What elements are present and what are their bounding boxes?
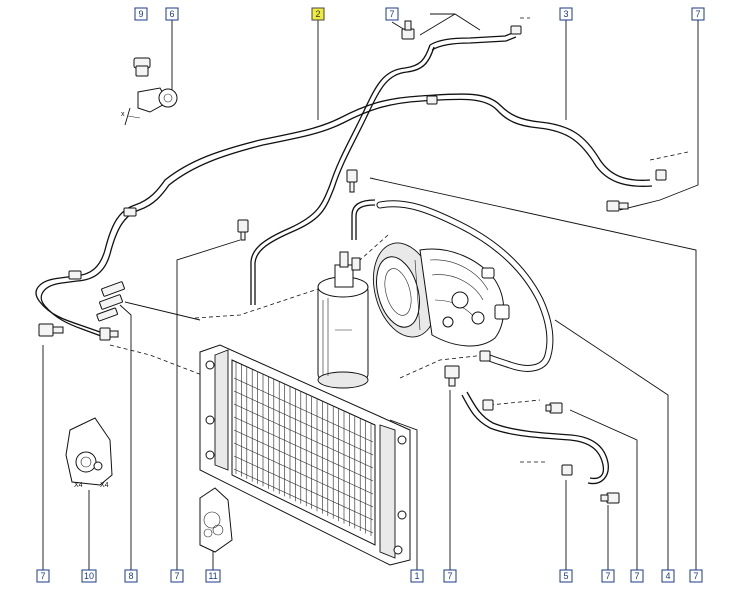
pipe-left-lower bbox=[39, 301, 102, 337]
fitting-hose-end bbox=[479, 350, 491, 362]
bolt-top-7a bbox=[401, 20, 415, 40]
pipe-long-suction bbox=[35, 93, 653, 307]
bolt-lower-7e bbox=[545, 402, 563, 414]
bolt-lower-7c bbox=[444, 365, 460, 387]
callout-part-8[interactable]: 8 bbox=[124, 569, 138, 583]
bolt-valve-7b bbox=[237, 219, 249, 241]
fitting-center-top bbox=[426, 95, 438, 105]
svg-text:10: 10 bbox=[84, 571, 94, 581]
callout-part-6[interactable]: 6 bbox=[165, 7, 179, 21]
svg-text:1: 1 bbox=[414, 571, 419, 581]
fitting-left-lower bbox=[99, 327, 119, 341]
screw-part-8 bbox=[96, 281, 125, 322]
fitting-bolts bbox=[38, 20, 667, 504]
seal-pack-11 bbox=[199, 487, 233, 553]
svg-text:4: 4 bbox=[665, 571, 670, 581]
svg-text:11: 11 bbox=[208, 571, 217, 581]
condenser-tube bbox=[233, 429, 374, 495]
svg-text:6: 6 bbox=[169, 9, 174, 19]
fitting-pipe5-end bbox=[561, 464, 573, 476]
fitting-pipe5-joint bbox=[482, 399, 494, 411]
pipe-3-top bbox=[429, 31, 517, 51]
fitting-right-end bbox=[655, 169, 667, 181]
clip-parts-9-6 bbox=[124, 57, 178, 126]
callout-part-7-bottom-b[interactable]: 7 bbox=[170, 569, 184, 583]
bolt-compressor-top bbox=[346, 169, 358, 193]
condenser-tube bbox=[233, 442, 374, 508]
svg-text:5: 5 bbox=[563, 571, 568, 581]
callout-part-3[interactable]: 3 bbox=[559, 7, 573, 21]
callout-part-5[interactable]: 5 bbox=[559, 569, 573, 583]
callout-part-7-bottom-f[interactable]: 7 bbox=[689, 569, 703, 583]
bolt-lower-7d bbox=[600, 492, 620, 504]
fitting-left-joint bbox=[68, 270, 82, 280]
callout-part-10[interactable]: 10 bbox=[81, 569, 97, 583]
seal-qty-label-b: X4 bbox=[100, 482, 109, 489]
callout-part-1[interactable]: 1 bbox=[410, 569, 424, 583]
callout-part-7-top-b[interactable]: 7 bbox=[691, 7, 705, 21]
svg-text:3: 3 bbox=[563, 9, 568, 19]
callout-part-7-bottom-e[interactable]: 7 bbox=[630, 569, 644, 583]
svg-text:7: 7 bbox=[447, 571, 452, 581]
svg-text:7: 7 bbox=[605, 571, 610, 581]
condenser-tube bbox=[233, 455, 374, 521]
svg-text:8: 8 bbox=[128, 571, 133, 581]
svg-text:9: 9 bbox=[138, 9, 143, 19]
assembly-dashed-lines bbox=[109, 17, 689, 463]
callout-part-7-bottom-c[interactable]: 7 bbox=[443, 569, 457, 583]
condenser-tube bbox=[233, 403, 374, 469]
receiver-drier bbox=[317, 251, 369, 389]
dimension-x-mark: x bbox=[121, 111, 125, 118]
fitting-left-mid bbox=[123, 207, 137, 217]
compressor bbox=[373, 242, 510, 347]
callout-labels: 9 6 2 7 3 7 7 10 8 7 11 1 7 5 7 7 bbox=[36, 7, 705, 583]
condenser-tube bbox=[233, 468, 374, 534]
condenser-tube bbox=[233, 416, 374, 482]
condenser-tube bbox=[233, 377, 374, 443]
callout-part-4[interactable]: 4 bbox=[661, 569, 675, 583]
bolt-left-7a bbox=[38, 323, 64, 337]
callout-part-7-bottom-d[interactable]: 7 bbox=[601, 569, 615, 583]
callout-part-11[interactable]: 11 bbox=[205, 569, 221, 583]
pipe-5-lower bbox=[461, 391, 609, 485]
svg-text:2: 2 bbox=[315, 9, 320, 19]
pipe-compressor-link bbox=[351, 199, 376, 240]
leader-lines bbox=[42, 13, 699, 570]
svg-text:7: 7 bbox=[634, 571, 639, 581]
seal-qty-label-a: X4 bbox=[74, 482, 83, 489]
seal-pack-10 bbox=[65, 417, 113, 486]
svg-text:7: 7 bbox=[174, 571, 179, 581]
condenser-radiator bbox=[199, 344, 411, 566]
pipe-2-high-pressure bbox=[250, 44, 435, 305]
svg-text:7: 7 bbox=[389, 9, 394, 19]
svg-text:7: 7 bbox=[40, 571, 45, 581]
fitting-top-right bbox=[510, 25, 522, 35]
callout-part-9[interactable]: 9 bbox=[134, 7, 148, 21]
bolt-right-7b bbox=[606, 200, 629, 212]
svg-text:7: 7 bbox=[693, 571, 698, 581]
hose-4-flexible bbox=[376, 200, 554, 372]
callout-part-7-bottom-a[interactable]: 7 bbox=[36, 569, 50, 583]
callout-part-2[interactable]: 2 bbox=[311, 7, 325, 21]
condenser-tube bbox=[233, 390, 374, 456]
callout-part-7-top-a[interactable]: 7 bbox=[385, 7, 399, 21]
svg-text:7: 7 bbox=[695, 9, 700, 19]
